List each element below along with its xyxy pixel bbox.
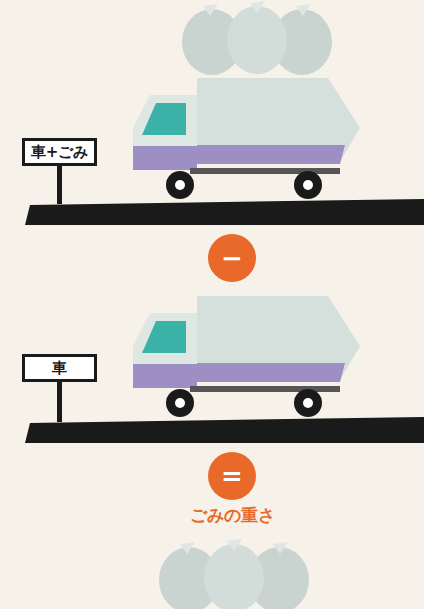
node-text: 車 <box>52 361 67 376</box>
node-text: 車+ごみ <box>31 145 89 160</box>
result-label: ごみの重さ <box>132 505 332 525</box>
node-text: = <box>221 463 243 489</box>
operator-circle: − <box>208 234 256 282</box>
sign-box: 車 <box>22 354 97 382</box>
node-text: − <box>221 245 243 271</box>
garbage-bags <box>159 539 309 609</box>
garbage-bags <box>182 1 332 75</box>
operator-circle: = <box>208 452 256 500</box>
sign-box: 車+ごみ <box>22 138 97 166</box>
truck-on-scale <box>25 78 424 225</box>
